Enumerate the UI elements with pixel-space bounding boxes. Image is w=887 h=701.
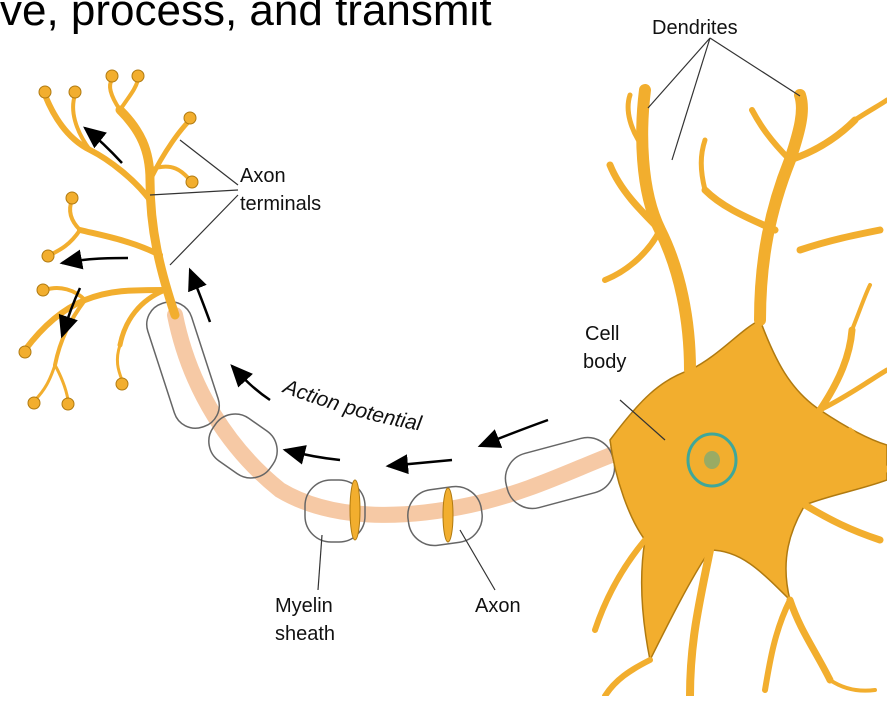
myelin-sheath-label-line2: sheath bbox=[275, 623, 335, 645]
signal-arrows bbox=[62, 128, 548, 466]
terminal-buttons bbox=[19, 70, 198, 410]
axon-terminals bbox=[25, 80, 190, 400]
action-potential-label: Action potential bbox=[278, 374, 424, 435]
dendrites-label: Dendrites bbox=[652, 17, 738, 39]
myelin-sheath-label-line1: Myelin bbox=[275, 595, 333, 617]
axon-terminals-label-line2: terminals bbox=[240, 193, 321, 215]
axon-terminals-label-line1: Axon bbox=[240, 165, 286, 187]
node-of-ranvier bbox=[350, 480, 360, 540]
axon-label: Axon bbox=[475, 595, 521, 617]
cell-body-label-line1: Cell bbox=[585, 323, 619, 345]
cell-body-label-line2: body bbox=[583, 351, 626, 373]
page-title-fragment: ve, process, and transmit bbox=[0, 0, 492, 36]
cell-body bbox=[610, 320, 887, 660]
node-of-ranvier bbox=[443, 488, 453, 542]
